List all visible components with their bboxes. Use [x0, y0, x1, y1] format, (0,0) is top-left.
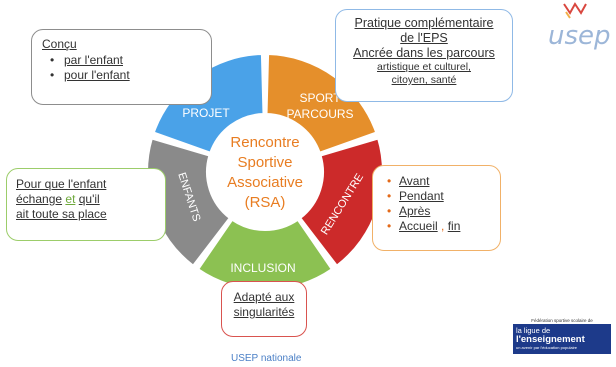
ligue-enseignement-logo: Fédération sportive scolaire de la ligue… [513, 318, 611, 354]
enfants-line-3: ait toute sa place [16, 207, 107, 221]
center-line-2: Sportive [237, 154, 292, 171]
sport-line-1: Pratique complémentaire [354, 16, 494, 30]
list-item: par l'enfant [64, 53, 201, 67]
rencontre-comma: , [441, 219, 445, 233]
list-item: Après [399, 204, 492, 218]
projet-callout-list: par l'enfant pour l'enfant [42, 53, 201, 82]
center-line-1: Rencontre [230, 134, 299, 151]
sport-line-3: Ancrée dans les parcours [353, 46, 495, 60]
usep-logo: usep [546, 0, 616, 57]
projet-callout: Conçu par l'enfant pour l'enfant [31, 29, 212, 105]
rencontre-callout: Avant Pendant Après Accueil , fin [372, 165, 501, 251]
footer-caption: USEP nationale [231, 353, 302, 364]
list-item: pour l'enfant [64, 68, 201, 82]
inclusion-callout: Adapté aux singularités [221, 281, 307, 337]
inclusion-line-1: Adapté aux [233, 290, 295, 304]
usep-logo-text: usep [548, 21, 611, 51]
center-line-4: (RSA) [245, 194, 286, 211]
ligue-line-3: un avenir par l'éducation populaire [516, 345, 578, 350]
ligue-line-2: l'enseignement [516, 334, 585, 345]
enfants-line-1: Pour que l'enfant [16, 177, 107, 191]
sport-line-5: citoyen, santé [391, 74, 457, 86]
segment-label-inclusion: INCLUSION [230, 261, 295, 275]
segment-label-sport-2: PARCOURS [286, 107, 353, 121]
enfants-callout: Pour que l'enfant échange et qu'il ait t… [6, 168, 166, 241]
rencontre-word-accueil: Accueil [399, 219, 438, 233]
ligue-plate: la ligue de l'enseignement un avenir par… [513, 324, 611, 354]
segment-label-sport-1: SPORT [299, 91, 341, 105]
rencontre-callout-list: Avant Pendant Après Accueil , fin [381, 174, 492, 233]
sport-line-4: artistique et culturel, [377, 61, 471, 73]
enfants-line-2: échange et qu'il [16, 192, 156, 207]
list-item: Avant [399, 174, 492, 188]
enfants-word-echange: échange [16, 192, 63, 206]
list-item: Accueil , fin [399, 219, 492, 233]
segment-label-projet: PROJET [182, 106, 230, 120]
sport-line-2: de l'EPS [400, 31, 448, 45]
center-disc [207, 114, 323, 230]
usep-logo-graphic: usep [548, 2, 611, 51]
center-line-3: Associative [227, 174, 303, 191]
projet-callout-title: Conçu [42, 37, 77, 51]
ligue-line-1: la ligue de [516, 326, 551, 335]
list-item: Pendant [399, 189, 492, 203]
ligue-caption: Fédération sportive scolaire de [531, 318, 593, 323]
inclusion-line-2: singularités [233, 305, 295, 319]
sport-parcours-callout: Pratique complémentaire de l'EPS Ancrée … [335, 9, 513, 102]
enfants-word-et: et [65, 192, 76, 206]
enfants-word-quil: qu'il [78, 192, 100, 206]
rencontre-word-fin: fin [447, 219, 461, 233]
